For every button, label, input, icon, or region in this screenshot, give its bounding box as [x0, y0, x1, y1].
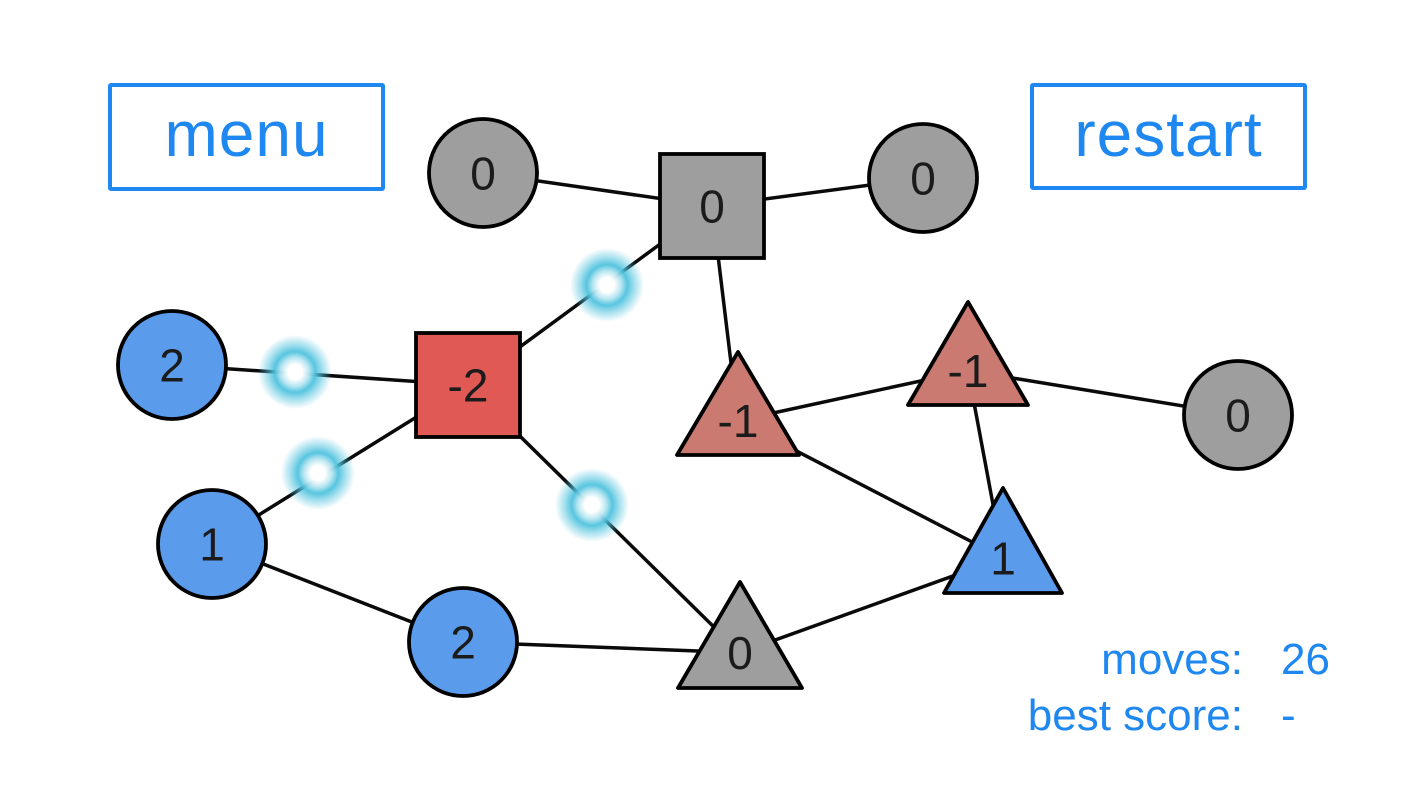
- edge-highlight-glow-4: [555, 468, 629, 542]
- moves-label: moves:: [1101, 635, 1243, 684]
- best-score-value: -: [1281, 690, 1296, 740]
- node-value-circle-two-left: 2: [159, 340, 185, 392]
- node-triangle-minus-one-right[interactable]: [906, 300, 1030, 407]
- node-square-zero-top[interactable]: [658, 152, 766, 260]
- node-value-circle-two-bottom: 2: [450, 617, 476, 669]
- node-value-triangle-one-blue: 1: [990, 533, 1016, 585]
- node-value-triangle-minus-one-left: -1: [718, 395, 759, 447]
- node-value-triangle-minus-one-right: -1: [948, 345, 989, 397]
- menu-button[interactable]: menu: [108, 83, 385, 191]
- restart-button[interactable]: restart: [1030, 83, 1307, 190]
- edge-highlight-glow-2: [258, 335, 332, 409]
- node-triangle-minus-one-left[interactable]: [675, 350, 801, 457]
- node-labels-layer: 0 0 0 2 -2 -1 -1 0 1 2 0 1: [159, 148, 1251, 680]
- score-panel: moves: 26 best score: -: [1028, 634, 1333, 742]
- nodes-layer: [116, 117, 1294, 698]
- best-score-label: best score:: [1027, 690, 1243, 740]
- node-value-circle-zero-top-right: 0: [910, 153, 936, 205]
- node-triangle-zero-bottom[interactable]: [676, 580, 804, 690]
- node-circle-zero-top-right[interactable]: [867, 122, 979, 234]
- node-circle-zero-top-left[interactable]: [427, 117, 539, 229]
- node-value-triangle-zero-bottom: 0: [727, 627, 753, 679]
- node-circle-zero-far-right[interactable]: [1182, 359, 1294, 471]
- node-value-circle-zero-top-left: 0: [470, 148, 496, 200]
- node-value-square-zero-top: 0: [699, 181, 725, 233]
- node-value-square-minus-two: -2: [448, 360, 489, 412]
- node-value-circle-one-left: 1: [199, 519, 225, 571]
- edge-highlight-glow-3: [281, 436, 355, 510]
- edge-highlight-glow-1: [570, 248, 644, 322]
- node-circle-two-left[interactable]: [116, 309, 228, 421]
- node-square-minus-two[interactable]: [414, 331, 522, 439]
- node-triangle-one-blue[interactable]: [942, 486, 1064, 595]
- edge-highlights-layer: [258, 248, 644, 542]
- node-value-circle-zero-far-right: 0: [1225, 390, 1251, 442]
- node-circle-two-bottom[interactable]: [407, 586, 519, 698]
- node-circle-one-left[interactable]: [156, 488, 268, 600]
- moves-value: 26: [1281, 635, 1330, 684]
